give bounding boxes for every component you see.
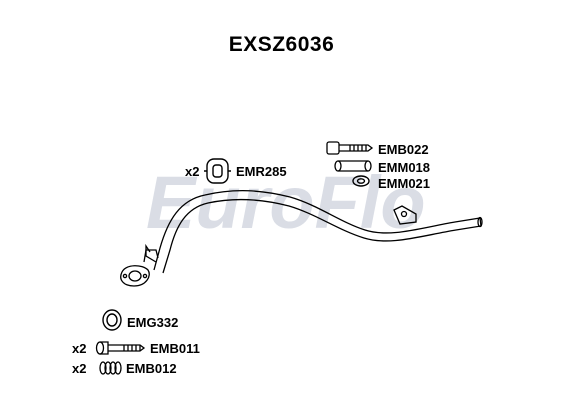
bolt-icon (326, 141, 374, 155)
emr285-label: EMR285 (236, 164, 287, 179)
emb011-label: EMB011 (150, 341, 200, 356)
emr285-quantity: x2 (185, 164, 200, 179)
euroflo-watermark: EuroFlo (146, 161, 426, 244)
emg332-label: EMG332 (127, 315, 179, 330)
emm021-label: EMM021 (378, 176, 431, 191)
emb011-quantity: x2 (72, 341, 87, 356)
gasket-icon (102, 309, 122, 331)
part-number-title: EXSZ6036 (228, 33, 335, 56)
emb012-label: EMB012 (126, 361, 177, 376)
nut-icon (352, 175, 370, 187)
emb012-quantity: x2 (72, 361, 87, 376)
long-bolt-icon (95, 341, 146, 355)
emm018-label: EMM018 (378, 160, 431, 175)
emb022-label: EMB022 (378, 142, 429, 157)
sleeve-icon (334, 160, 372, 172)
spring-icon (99, 361, 122, 375)
svg-text:EuroFlo: EuroFlo (146, 161, 426, 244)
rubber-hanger-icon (204, 158, 231, 184)
exhaust-pipe (120, 190, 483, 287)
